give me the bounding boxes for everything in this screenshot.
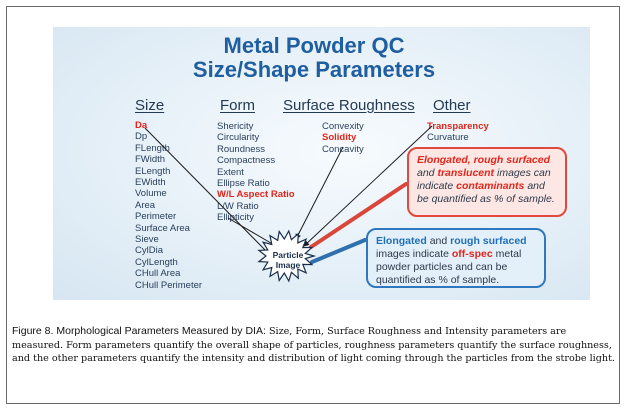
size-list: Da Dp FLength FWidth ELength EWidth Volu… <box>135 120 202 291</box>
form-heading: Form <box>220 97 255 114</box>
size-item: EWidth <box>135 177 166 189</box>
size-item: Surface Area <box>135 222 190 234</box>
callout-red-text: images can indicate <box>417 167 551 192</box>
size-item: Area <box>135 199 156 211</box>
roughness-list: Convexity Solidity Concavity <box>322 121 364 155</box>
roughness-item: Concavity <box>322 143 364 155</box>
red-connector <box>309 182 408 249</box>
callout-blue-text: Elongated <box>376 235 427 247</box>
caption-body: Size, Form, Surface Roughness and Intens… <box>12 326 615 364</box>
form-item: Circularity <box>217 132 260 144</box>
size-item: CylLength <box>135 256 178 268</box>
roughness-heading: Surface Roughness <box>283 97 415 114</box>
size-item: Da <box>135 120 148 131</box>
figure-title: Metal Powder QC <box>223 33 405 58</box>
figure-caption: Figure 8. Morphological Parameters Measu… <box>12 325 616 366</box>
form-item: Ellipse Ratio <box>217 178 270 190</box>
callout-red-text: contaminants <box>456 180 525 192</box>
callout-blue-text: rough surfaced <box>450 235 527 247</box>
arrow-roughness <box>295 146 344 240</box>
callout-red-text: and be quantified as % of sample. <box>417 180 555 205</box>
roughness-item: Solidity <box>322 132 357 144</box>
callout-red-text: Elongated, rough surfaced <box>417 154 551 166</box>
size-item: FLength <box>135 142 170 154</box>
form-list: Shericity Circularity Roundness Compactn… <box>217 121 295 224</box>
blue-connector <box>310 238 367 264</box>
callout-red-text: and <box>417 167 435 179</box>
size-heading: Size <box>135 97 165 114</box>
callout-blue-text: off-spec <box>451 248 493 260</box>
particle-starburst <box>257 229 317 283</box>
size-item: CHull Area <box>135 268 181 280</box>
size-item: ELength <box>135 165 171 177</box>
other-item: Transparency <box>427 121 489 132</box>
other-list: Transparency Curvature <box>427 121 489 144</box>
callout-blue-text: images indicate <box>376 248 449 260</box>
form-item: W/L Aspect Ratio <box>217 189 295 201</box>
callout-red-text: translucent <box>437 167 495 179</box>
form-item: Ellipticity <box>217 212 254 224</box>
form-item: L/W Ratio <box>217 200 259 212</box>
form-item: Compactness <box>217 155 276 167</box>
callout-blue-text: and <box>429 235 448 247</box>
contaminants-callout: Elongated, rough surfaced and translucen… <box>407 147 567 217</box>
size-item: FWidth <box>135 154 166 166</box>
arrow-other <box>303 125 433 247</box>
other-item: Curvature <box>427 132 469 144</box>
size-item: Dp <box>135 131 148 143</box>
size-item: CHull Perimeter <box>135 279 203 291</box>
off-spec-callout: Elongated and rough surfaced images indi… <box>366 228 546 288</box>
callout-blue-text: metal powder particles and can be quanti… <box>376 248 522 286</box>
size-item: Sieve <box>135 234 159 246</box>
arrow-size <box>144 127 272 257</box>
size-item: Perimeter <box>135 211 177 223</box>
form-item: Roundness <box>217 143 266 155</box>
size-item: Volume <box>135 188 167 200</box>
form-item: Shericity <box>217 121 254 132</box>
form-item: Extent <box>217 166 244 178</box>
particle-image-label: Particle Image <box>272 250 304 270</box>
arrow-form <box>227 217 277 247</box>
roughness-item: Convexity <box>322 121 364 132</box>
size-item: CylDia <box>135 245 163 257</box>
caption-lead: Figure 8. Morphological Parameters Measu… <box>12 325 266 337</box>
other-heading: Other <box>433 97 471 114</box>
figure-subtitle: Size/Shape Parameters <box>192 57 436 82</box>
